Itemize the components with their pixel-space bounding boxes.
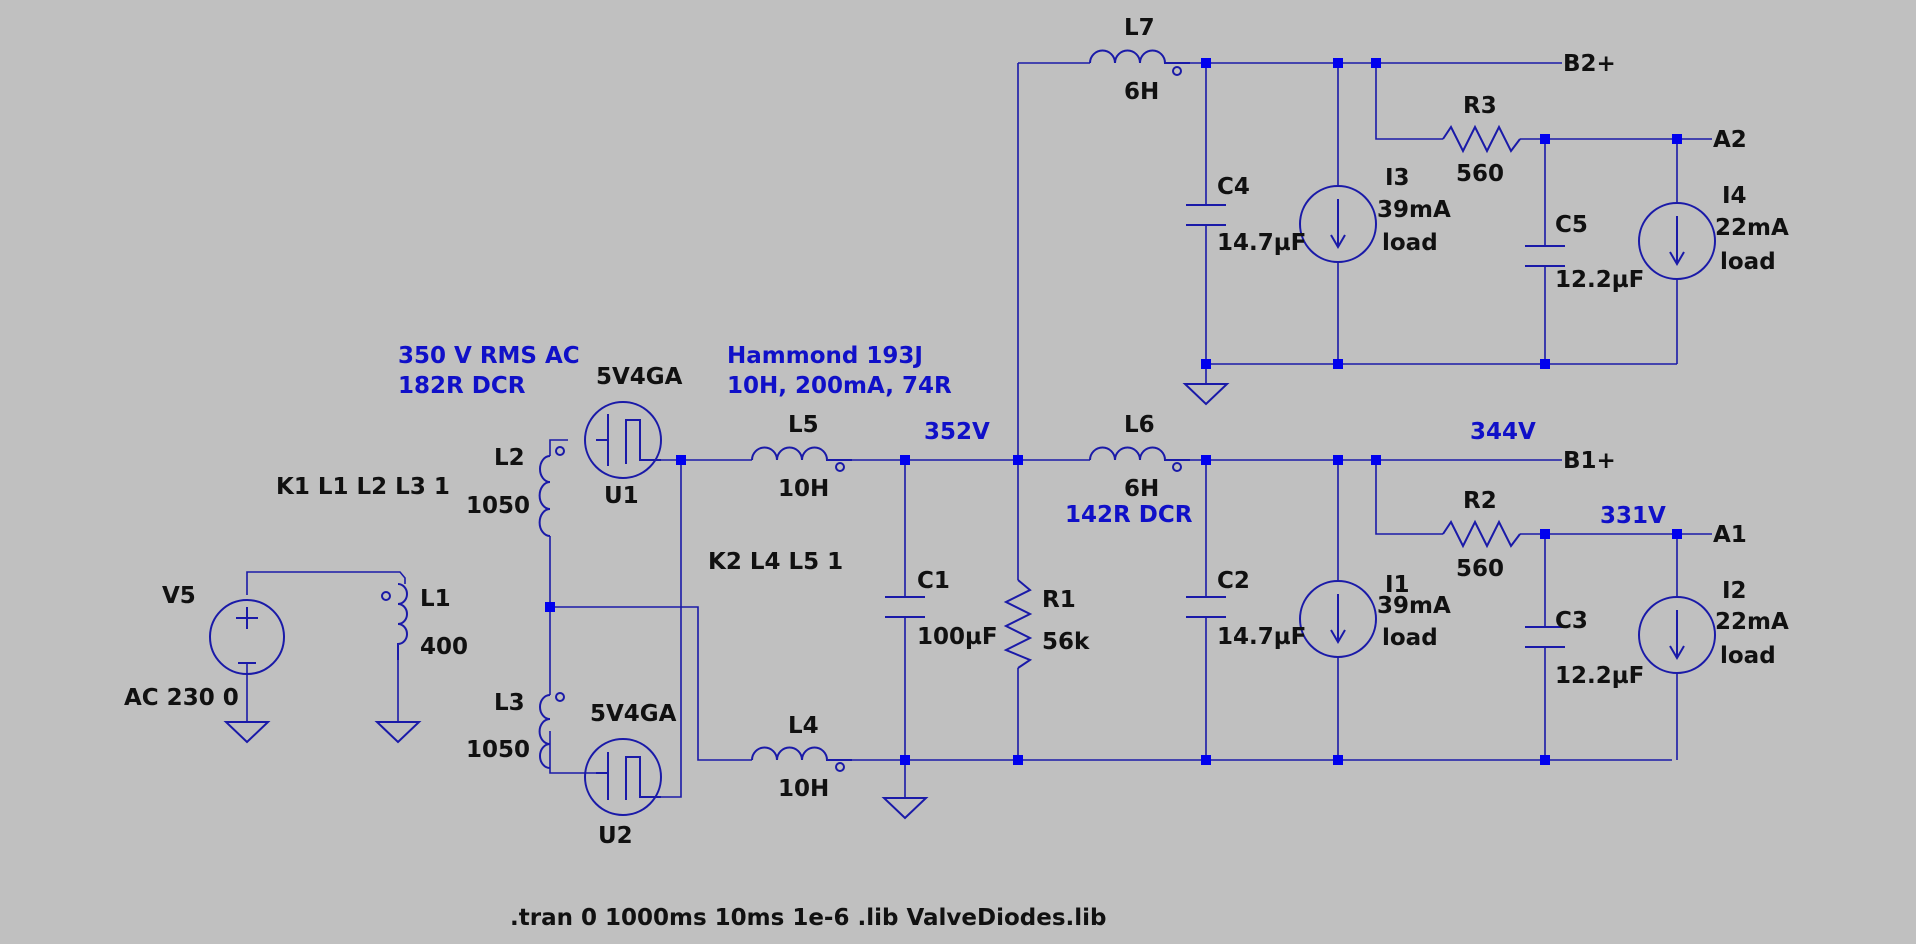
current-source-i2[interactable] bbox=[1638, 596, 1716, 674]
wire-v5-l1 bbox=[246, 571, 406, 595]
net-b2: B2+ bbox=[1563, 51, 1616, 77]
capacitor-c2[interactable] bbox=[1186, 596, 1226, 618]
c4-value: 14.7µF bbox=[1217, 230, 1306, 256]
resistor-r1[interactable] bbox=[1003, 579, 1033, 669]
resistor-r2[interactable] bbox=[1442, 519, 1521, 549]
l2-value: 1050 bbox=[466, 493, 530, 519]
c3-name: C3 bbox=[1555, 608, 1588, 634]
l6-value: 6H bbox=[1124, 476, 1159, 502]
u1-name: U1 bbox=[604, 483, 639, 509]
i3-name: I3 bbox=[1385, 165, 1410, 191]
inductor-l6[interactable] bbox=[1089, 446, 1190, 472]
net-b1: B1+ bbox=[1563, 448, 1616, 474]
inductor-l4[interactable] bbox=[751, 746, 852, 772]
i4-extra: load bbox=[1720, 249, 1776, 275]
r1-value: 56k bbox=[1042, 629, 1090, 655]
i1-name: I1 bbox=[1385, 572, 1410, 598]
inductor-l1[interactable] bbox=[381, 583, 408, 660]
k2-directive: K2 L4 L5 1 bbox=[708, 549, 843, 575]
wire-r3 bbox=[1375, 63, 1712, 140]
c5-value: 12.2µF bbox=[1555, 267, 1644, 293]
i4-name: I4 bbox=[1722, 183, 1747, 209]
capacitor-c4[interactable] bbox=[1186, 204, 1226, 226]
l4-name: L4 bbox=[788, 713, 819, 739]
capacitor-c1[interactable] bbox=[885, 596, 925, 618]
wire-u1-u2 bbox=[661, 460, 682, 798]
r2-name: R2 bbox=[1463, 488, 1497, 514]
c1-name: C1 bbox=[917, 568, 950, 594]
i2-name: I2 bbox=[1722, 578, 1747, 604]
l2-name: L2 bbox=[494, 445, 525, 471]
r3-name: R3 bbox=[1463, 93, 1497, 119]
inductor-l3[interactable] bbox=[538, 692, 565, 769]
u1-value: 5V4GA bbox=[596, 364, 683, 390]
i2-value: 22mA bbox=[1715, 609, 1789, 635]
i3-extra: load bbox=[1382, 230, 1438, 256]
capacitor-c5[interactable] bbox=[1525, 245, 1565, 267]
junction-dots bbox=[545, 58, 1682, 765]
inductor-l2[interactable] bbox=[538, 446, 565, 537]
voltage-352: 352V bbox=[924, 419, 990, 445]
i1-extra: load bbox=[1382, 625, 1438, 651]
valve-u1[interactable] bbox=[584, 401, 662, 479]
i1-value: 39mA bbox=[1377, 593, 1451, 619]
l1-value: 400 bbox=[420, 634, 468, 660]
v5-name: V5 bbox=[162, 583, 196, 609]
current-source-i4[interactable] bbox=[1638, 202, 1716, 280]
k1-directive: K1 L1 L2 L3 1 bbox=[276, 474, 450, 500]
tx-note-1: 350 V RMS AC bbox=[398, 343, 580, 369]
wire-l3-u2 bbox=[549, 731, 596, 774]
r3-value: 560 bbox=[1456, 161, 1504, 187]
i3-value: 39mA bbox=[1377, 197, 1451, 223]
net-a1: A1 bbox=[1713, 522, 1747, 548]
r1-name: R1 bbox=[1042, 587, 1076, 613]
wire-l2-u1 bbox=[549, 439, 568, 456]
voltage-331: 331V bbox=[1600, 503, 1666, 529]
c3-value: 12.2µF bbox=[1555, 663, 1644, 689]
l5-value: 10H bbox=[778, 476, 829, 502]
capacitor-c3[interactable] bbox=[1525, 626, 1565, 648]
tx-note-2: 182R DCR bbox=[398, 373, 526, 399]
v5-value: AC 230 0 bbox=[124, 685, 239, 711]
tran-directive: .tran 0 1000ms 10ms 1e-6 .lib ValveDiode… bbox=[510, 905, 1107, 931]
resistor-r3[interactable] bbox=[1442, 124, 1521, 154]
v5-source[interactable] bbox=[209, 599, 285, 675]
u2-name: U2 bbox=[598, 823, 633, 849]
inductor-l5[interactable] bbox=[751, 446, 852, 472]
inductor-l7[interactable] bbox=[1089, 49, 1190, 76]
choke-note-1: Hammond 193J bbox=[727, 343, 923, 369]
c1-value: 100µF bbox=[917, 624, 998, 650]
u2-value: 5V4GA bbox=[590, 701, 677, 727]
net-a2: A2 bbox=[1713, 127, 1747, 153]
l7-value: 6H bbox=[1124, 79, 1159, 105]
r2-value: 560 bbox=[1456, 556, 1504, 582]
l1-name: L1 bbox=[420, 586, 451, 612]
i4-value: 22mA bbox=[1715, 215, 1789, 241]
wire-ct-l4 bbox=[550, 606, 752, 761]
l3-name: L3 bbox=[494, 690, 525, 716]
ground-symbols bbox=[223, 383, 1230, 820]
current-source-i1[interactable] bbox=[1299, 580, 1377, 658]
voltage-344: 344V bbox=[1470, 419, 1536, 445]
l5-name: L5 bbox=[788, 412, 819, 438]
valve-u2[interactable] bbox=[584, 738, 662, 816]
c4-name: C4 bbox=[1217, 174, 1250, 200]
l6-name: L6 bbox=[1124, 412, 1155, 438]
l4-value: 10H bbox=[778, 776, 829, 802]
current-source-i3[interactable] bbox=[1299, 185, 1377, 263]
c2-value: 14.7µF bbox=[1217, 624, 1306, 650]
l3-value: 1050 bbox=[466, 737, 530, 763]
i2-extra: load bbox=[1720, 643, 1776, 669]
c5-name: C5 bbox=[1555, 212, 1588, 238]
dcr-142-note: 142R DCR bbox=[1065, 502, 1193, 528]
choke-note-2: 10H, 200mA, 74R bbox=[727, 373, 952, 399]
c2-name: C2 bbox=[1217, 568, 1250, 594]
l7-name: L7 bbox=[1124, 15, 1155, 41]
